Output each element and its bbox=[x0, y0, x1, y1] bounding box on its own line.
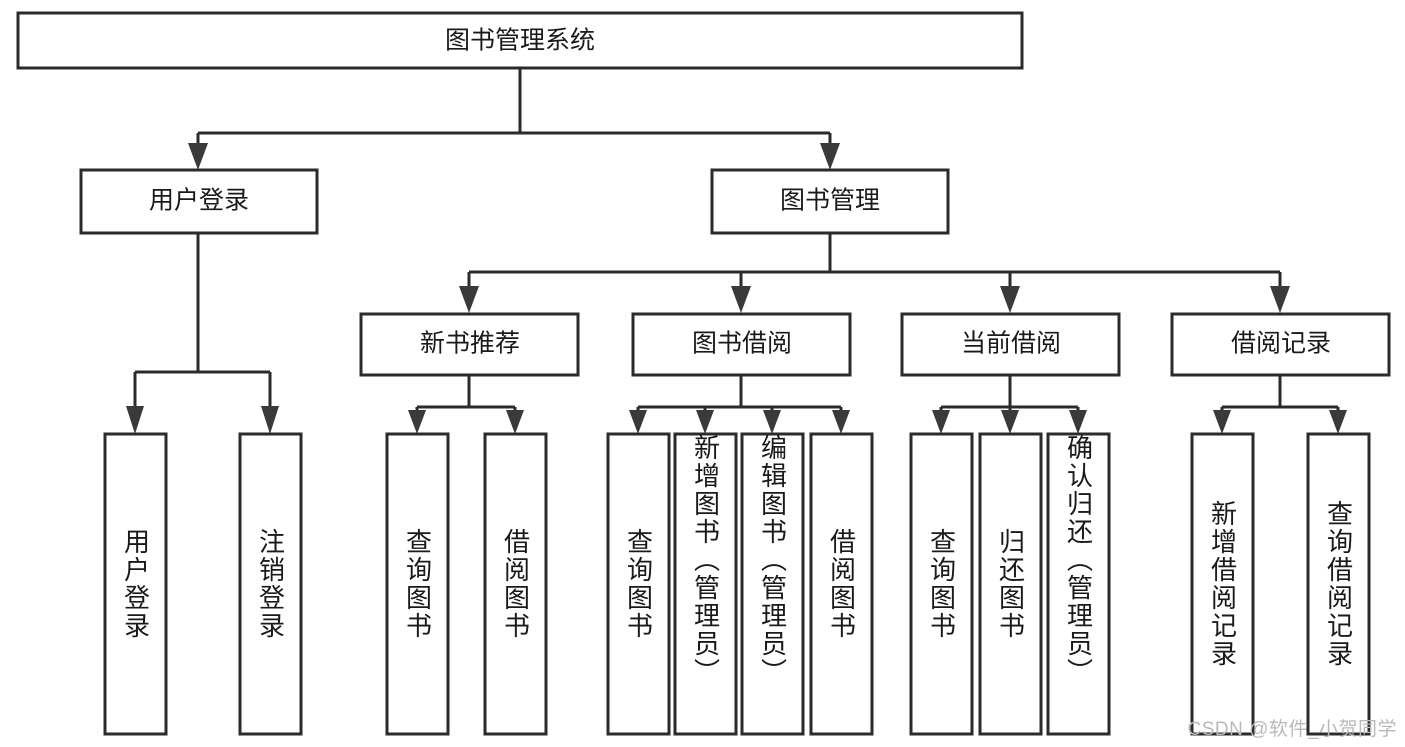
connector-userlogin-to-leaves bbox=[126, 233, 279, 434]
arrow-head-icon bbox=[506, 410, 524, 434]
node-book-management-box[interactable] bbox=[710, 168, 950, 235]
connector-newbook-to-leaves bbox=[408, 375, 524, 434]
node-root[interactable]: 图书管理系统 bbox=[16, 11, 1024, 70]
watermark-text: CSDN @软件_小贺同学 bbox=[1187, 719, 1397, 740]
leaf-query-record-box[interactable] bbox=[1306, 432, 1371, 736]
node-root-box[interactable] bbox=[16, 11, 1024, 70]
leaf-add-record-box[interactable] bbox=[1190, 432, 1255, 736]
leaf-borrow-book-1-box[interactable] bbox=[483, 432, 548, 736]
arrow-head-icon bbox=[820, 143, 840, 170]
arrow-head-icon bbox=[1329, 410, 1347, 434]
arrow-head-icon bbox=[1213, 410, 1231, 434]
node-new-book-recommend-box[interactable] bbox=[359, 312, 580, 377]
node-user-login-label: 用户登录 bbox=[149, 187, 249, 215]
arrow-head-icon bbox=[629, 410, 647, 434]
arrow-head-icon bbox=[188, 143, 208, 170]
arrow-head-icon bbox=[126, 406, 144, 434]
arrow-head-icon bbox=[1069, 410, 1087, 434]
node-new-book-recommend[interactable]: 新书推荐 bbox=[359, 312, 580, 377]
node-book-management-label: 图书管理 bbox=[780, 187, 880, 215]
arrow-head-icon bbox=[932, 410, 950, 434]
leaf-return-book-box[interactable] bbox=[978, 432, 1043, 736]
connector-bookmgmt-to-level3 bbox=[459, 233, 1290, 313]
arrow-head-icon bbox=[832, 410, 850, 434]
leaf-edit-book-box[interactable] bbox=[740, 432, 805, 736]
arrow-head-icon bbox=[731, 286, 751, 313]
connector-borrowrecord-to-leaves bbox=[1213, 375, 1347, 434]
node-new-book-recommend-label: 新书推荐 bbox=[420, 330, 520, 358]
node-borrow-record[interactable]: 借阅记录 bbox=[1170, 312, 1391, 377]
node-borrow-record-label: 借阅记录 bbox=[1231, 330, 1331, 358]
node-current-borrow-label: 当前借阅 bbox=[961, 330, 1061, 358]
arrow-head-icon bbox=[763, 410, 781, 434]
arrow-head-icon bbox=[696, 410, 714, 434]
connector-root-to-level2 bbox=[188, 68, 840, 170]
connector-currentborrow-to-leaves bbox=[932, 375, 1087, 434]
arrow-head-icon bbox=[408, 410, 426, 434]
arrow-head-icon bbox=[261, 406, 279, 434]
leaf-user-login-box[interactable] bbox=[103, 432, 168, 736]
node-book-borrow-box[interactable] bbox=[631, 312, 852, 377]
arrow-head-icon bbox=[1001, 410, 1019, 434]
node-book-borrow[interactable]: 图书借阅 bbox=[631, 312, 852, 377]
leaf-confirm-return-box[interactable] bbox=[1046, 432, 1111, 736]
leaf-query-book-2-box[interactable] bbox=[606, 432, 671, 736]
connector-bookborrow-to-leaves bbox=[629, 375, 850, 434]
leaf-query-book-3-box[interactable] bbox=[909, 432, 974, 736]
leaf-add-book-box[interactable] bbox=[673, 432, 738, 736]
node-book-borrow-label: 图书借阅 bbox=[692, 330, 792, 358]
leaf-query-book-1-box[interactable] bbox=[385, 432, 450, 736]
node-user-login[interactable]: 用户登录 bbox=[79, 168, 319, 235]
node-current-borrow[interactable]: 当前借阅 bbox=[900, 312, 1121, 377]
node-current-borrow-box[interactable] bbox=[900, 312, 1121, 377]
node-root-label: 图书管理系统 bbox=[445, 27, 595, 55]
leaf-logout-login-box[interactable] bbox=[238, 432, 303, 736]
node-borrow-record-box[interactable] bbox=[1170, 312, 1391, 377]
node-book-management[interactable]: 图书管理 bbox=[710, 168, 950, 235]
leaf-boxes bbox=[103, 432, 1371, 736]
arrow-head-icon bbox=[459, 286, 479, 313]
leaf-borrow-book-2-box[interactable] bbox=[809, 432, 874, 736]
arrow-head-icon bbox=[1270, 286, 1290, 313]
arrow-head-icon bbox=[1000, 286, 1020, 313]
node-user-login-box[interactable] bbox=[79, 168, 319, 235]
